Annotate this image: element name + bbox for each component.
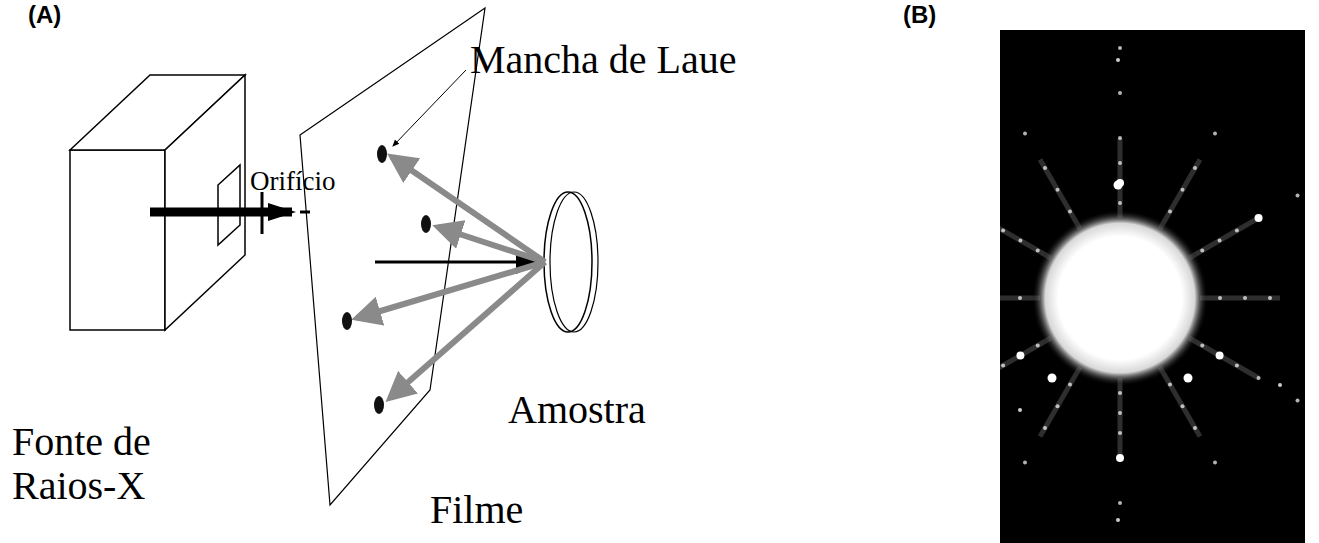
film-plane xyxy=(300,8,485,505)
laue-spots xyxy=(342,145,431,414)
laue-photograph xyxy=(1000,30,1305,543)
beam-through-film xyxy=(300,211,310,214)
pinhole-label: Orifício xyxy=(250,167,335,197)
beam-arrowhead xyxy=(268,203,296,221)
transmitted-beam xyxy=(375,261,540,264)
sample-disc xyxy=(544,192,592,332)
spot-label: Mancha de Laue xyxy=(470,38,737,82)
panel-letter: (B) xyxy=(903,2,936,28)
source-label: Fonte de Raios-X xyxy=(12,420,212,508)
leader-line xyxy=(393,70,466,146)
sample-label: Amostra xyxy=(508,388,646,432)
panel-letter: (A) xyxy=(28,2,61,28)
sample-edge xyxy=(550,192,598,332)
laue-pattern xyxy=(960,46,1300,522)
diffracted-beams xyxy=(357,157,545,398)
film-label: Filme xyxy=(430,488,523,532)
central-beam-glow xyxy=(1032,210,1208,386)
pinhole xyxy=(261,192,264,234)
xray-source xyxy=(70,75,245,330)
